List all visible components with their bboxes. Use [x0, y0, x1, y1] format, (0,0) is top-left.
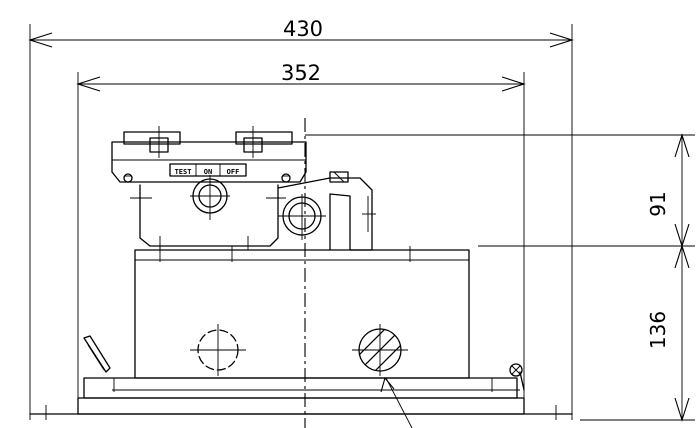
vertical-dimensions: 91 136 — [305, 133, 695, 422]
terminal-post-right — [281, 173, 291, 183]
frame-width-dimension: 352 — [76, 61, 526, 405]
terminal-block: TEST ON OFF — [111, 126, 307, 183]
fitting-nut — [329, 171, 349, 183]
terminal-tab-right — [235, 131, 293, 145]
frame-width-arrow-right — [501, 76, 526, 92]
overall-width-arrow-right — [549, 32, 574, 48]
lower-height-arrow-top — [674, 244, 690, 269]
frame-plate — [83, 377, 518, 399]
screw-shank — [519, 371, 525, 391]
lower-height-value: 136 — [646, 311, 670, 349]
terminal-tab-left — [123, 131, 181, 145]
terminal-block-body — [111, 141, 307, 183]
fitting-outline — [277, 177, 373, 251]
flange-plate — [77, 397, 525, 415]
frame-width-value: 352 — [281, 61, 321, 85]
knockout-leader-arrow — [380, 376, 395, 393]
lower-height-arrow-bottom — [674, 397, 690, 422]
spring-clip-left — [83, 335, 111, 373]
overall-width-dimension: 430 — [28, 17, 574, 420]
upper-height-value: 91 — [646, 191, 670, 216]
upper-height-arrow-top — [674, 133, 690, 158]
base-flange — [29, 377, 573, 420]
control-box — [130, 175, 286, 250]
fitting-nut-line — [333, 171, 345, 183]
label-off: OFF — [227, 168, 240, 176]
switch-label-plate — [169, 163, 247, 177]
side-screw — [509, 363, 525, 391]
frame-width-arrow-left — [76, 76, 101, 92]
housing-body — [134, 249, 470, 379]
label-on: ON — [204, 168, 212, 176]
knockout-left — [190, 324, 246, 376]
main-housing — [134, 246, 470, 379]
control-box-outline — [139, 184, 279, 247]
label-test: TEST — [175, 168, 192, 176]
screw-head — [509, 363, 523, 377]
screw-slot-2 — [511, 365, 521, 375]
spring-clip-body — [83, 335, 111, 373]
terminal-post-left — [123, 173, 133, 183]
knockout-right — [352, 324, 413, 428]
spring-clip-line — [87, 344, 105, 371]
conduit-fitting — [277, 171, 376, 251]
overall-width-arrow-left — [28, 32, 53, 48]
overall-width-value: 430 — [283, 17, 323, 41]
knockout-leader — [385, 377, 413, 428]
